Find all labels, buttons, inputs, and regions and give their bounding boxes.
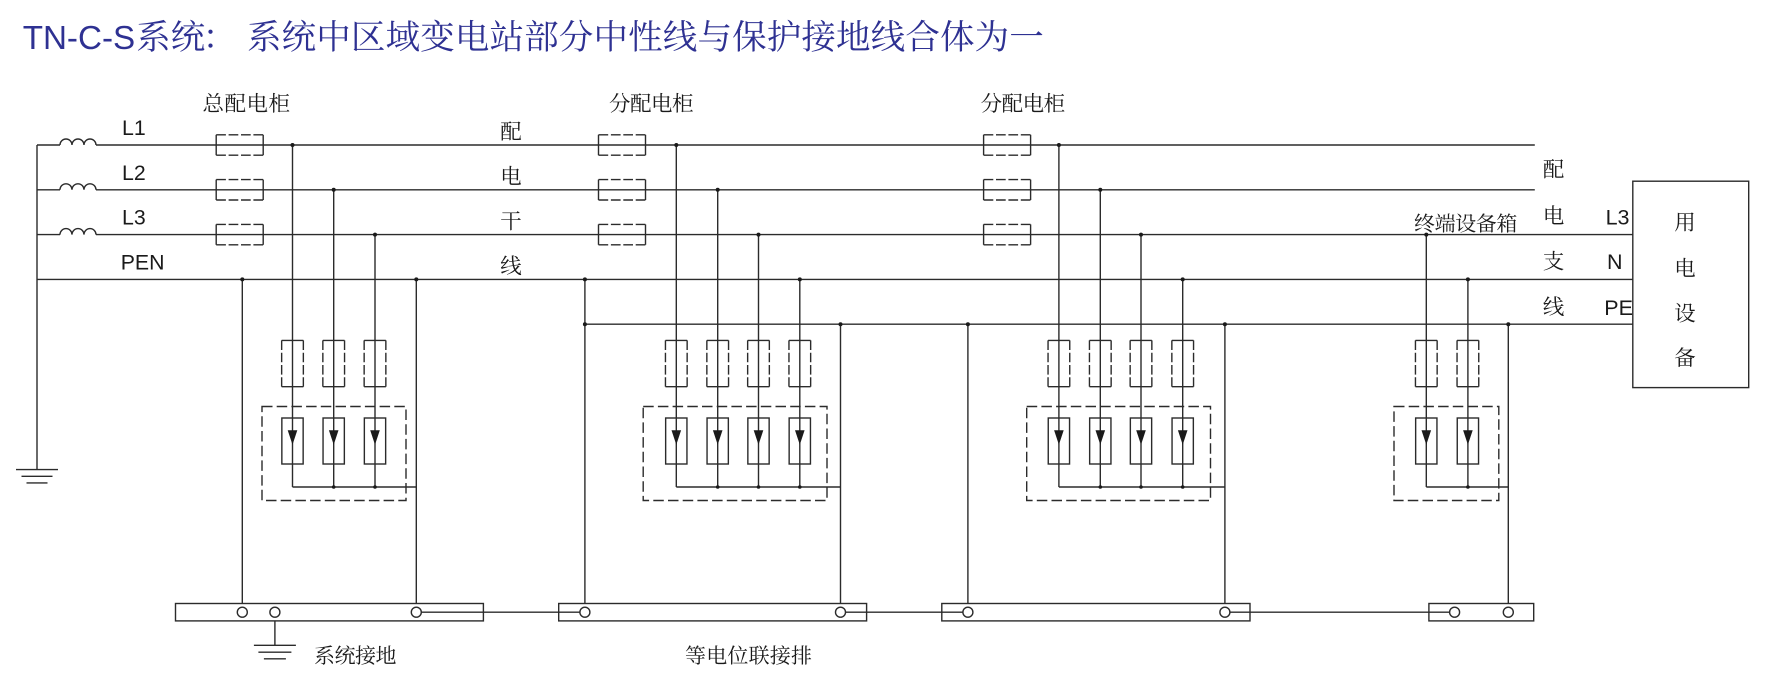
svg-text:L2: L2 — [122, 161, 146, 185]
svg-text:PE: PE — [1604, 296, 1633, 320]
svg-text:TN-C-S: TN-C-S — [23, 20, 135, 57]
svg-text:L1: L1 — [122, 116, 146, 140]
svg-text:PEN: PEN — [121, 250, 165, 274]
svg-text:L3: L3 — [1606, 206, 1630, 230]
svg-text:L3: L3 — [122, 206, 146, 230]
svg-text:N: N — [1607, 250, 1623, 274]
